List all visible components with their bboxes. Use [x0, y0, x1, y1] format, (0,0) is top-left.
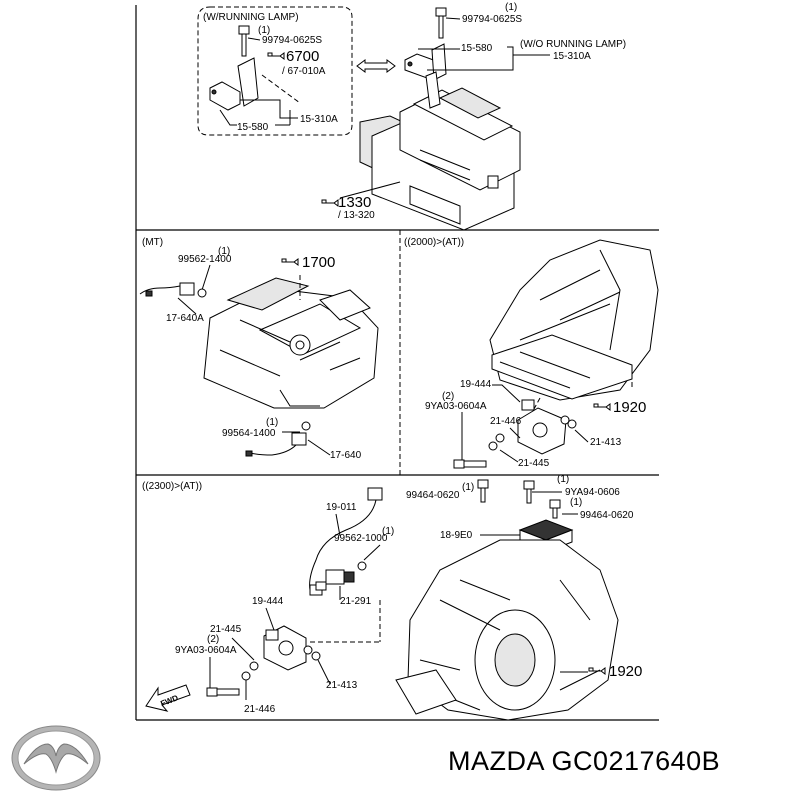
mt-part-17-640a: 17-640A [166, 313, 204, 324]
at2000-washer-1 [488, 441, 498, 451]
mt-qty-2: (1) [266, 417, 278, 428]
at2300-part-9ya94-0606: 9YA94-0606 [565, 487, 620, 498]
box-580-label: 15-580 [237, 122, 269, 133]
at2300-bolt-2 [523, 480, 535, 504]
at2300-part-19-444: 19-444 [252, 596, 284, 607]
at2300-bolt [206, 687, 240, 697]
backup-switch-1 [139, 282, 207, 298]
box-ref-main: 6700 [286, 48, 319, 65]
bolt-qty: (1) [505, 2, 517, 13]
box-ref-pointer-icon [267, 52, 285, 60]
at2000-part-21-446: 21-446 [490, 416, 522, 427]
mt-section: (MT) 1700 (1) 99562-1400 17-640A (1) 99 [139, 237, 379, 461]
at2300-part-99464-0620-b: 99464-0620 [580, 510, 634, 521]
at2300-title: ((2300)>(AT)) [142, 481, 202, 492]
at2300-part-21-445: 21-445 [210, 624, 242, 635]
mt-transmission [203, 277, 379, 409]
at2300-qty-3: (1) [570, 497, 582, 508]
part-15-580: 15-580 [461, 43, 493, 54]
at2300-part-9ya03-0604a: 9YA03-0604A [175, 645, 237, 656]
at2300-part-99562-1000: 99562-1000 [334, 533, 388, 544]
at2300-part-19-011: 19-011 [326, 502, 357, 513]
ref-13-320: / 13-320 [338, 210, 375, 221]
at2000-transmission [489, 239, 659, 401]
mt-part-99562-1400: 99562-1400 [178, 254, 232, 265]
box-bracket [209, 57, 259, 111]
at2300-ref-pointer-icon [588, 667, 606, 675]
section-frame [135, 5, 659, 721]
box-310-label: 15-310A [300, 114, 338, 125]
bracket-outside [404, 43, 447, 81]
brand-part-number: MAZDA GC0217640B [448, 746, 721, 776]
at2000-qty: (2) [442, 391, 454, 402]
at2000-washer-2 [495, 433, 505, 443]
at2300-harness [309, 487, 383, 596]
at2300-range-sensor [263, 625, 321, 671]
backup-switch-2 [245, 421, 311, 457]
at2300-ref-1920: 1920 [609, 663, 642, 680]
at2000-part-9ya03-0604a: 9YA03-0604A [425, 401, 487, 412]
at2300-qty-2: (1) [557, 474, 569, 485]
ref-1330-pointer-icon [321, 199, 339, 207]
at2300-bolt-1 [477, 479, 489, 503]
at2000-part-19-444: 19-444 [460, 379, 492, 390]
swap-arrow-icon [356, 59, 396, 73]
box-bolt [238, 25, 250, 57]
at2000-bolt [453, 459, 487, 469]
at2300-section: ((2300)>(AT)) (1) 99464-0620 (1) 9YA94-0… [142, 474, 642, 721]
box-bolt-part-number: 99794-0625S [262, 35, 322, 46]
running-lamp-title: (W/RUNNING LAMP) [203, 12, 299, 23]
at2300-part-99464-0620-a: 99464-0620 [406, 490, 460, 501]
mt-part-99564-1400: 99564-1400 [222, 428, 276, 439]
fwd-arrow-icon: FWD [145, 684, 191, 712]
box-bolt-qty: (1) [258, 25, 270, 36]
at2000-ref-1920: 1920 [613, 399, 646, 416]
box-ref-sub: / 67-010A [282, 66, 326, 77]
part-15-310a: 15-310A [553, 51, 591, 62]
at2000-title: ((2000)>(AT)) [404, 237, 464, 248]
without-lamp-label: (W/O RUNNING LAMP) [520, 39, 626, 50]
air-cleaner-assembly [359, 71, 521, 231]
at2300-part-21-291: 21-291 [340, 596, 372, 607]
at2300-qty-5: (2) [207, 634, 219, 645]
mt-qty-1: (1) [218, 246, 230, 257]
bolt-part-number: 99794-0625S [462, 14, 522, 25]
mt-part-17-640: 17-640 [330, 450, 362, 461]
at2300-part-21-413: 21-413 [326, 680, 358, 691]
at2000-ref-pointer-icon [593, 403, 611, 411]
at2300-part-21-446: 21-446 [244, 704, 276, 715]
at2300-pressure-switch [325, 561, 367, 585]
mt-ref-1700: 1700 [302, 254, 335, 271]
at2300-part-18-9e0: 18-9E0 [440, 530, 473, 541]
at2300-washer-1 [241, 671, 251, 681]
bolt-outside [435, 7, 447, 39]
at2300-bolt-3 [549, 499, 561, 519]
ref-1330: 1330 [338, 194, 371, 211]
at2300-transmission [395, 539, 619, 721]
at2000-part-21-445: 21-445 [518, 458, 550, 469]
at2000-section: ((2000)>(AT)) 1920 19-444 (2) 9YA03-0604… [404, 237, 659, 469]
at2300-qty-4: (1) [382, 526, 394, 537]
at2000-part-21-413: 21-413 [590, 437, 622, 448]
at2300-washer-2 [249, 661, 259, 671]
at2000-range-sensor [517, 399, 577, 455]
at2300-qty-1: (1) [462, 482, 474, 493]
mt-title: (MT) [142, 237, 163, 248]
mazda-logo [11, 725, 101, 791]
running-lamp-box [197, 6, 353, 136]
top-section: (W/RUNNING LAMP) (1) 99794-0625S 6700 / … [197, 2, 626, 231]
mt-ref-pointer-icon [281, 258, 299, 266]
